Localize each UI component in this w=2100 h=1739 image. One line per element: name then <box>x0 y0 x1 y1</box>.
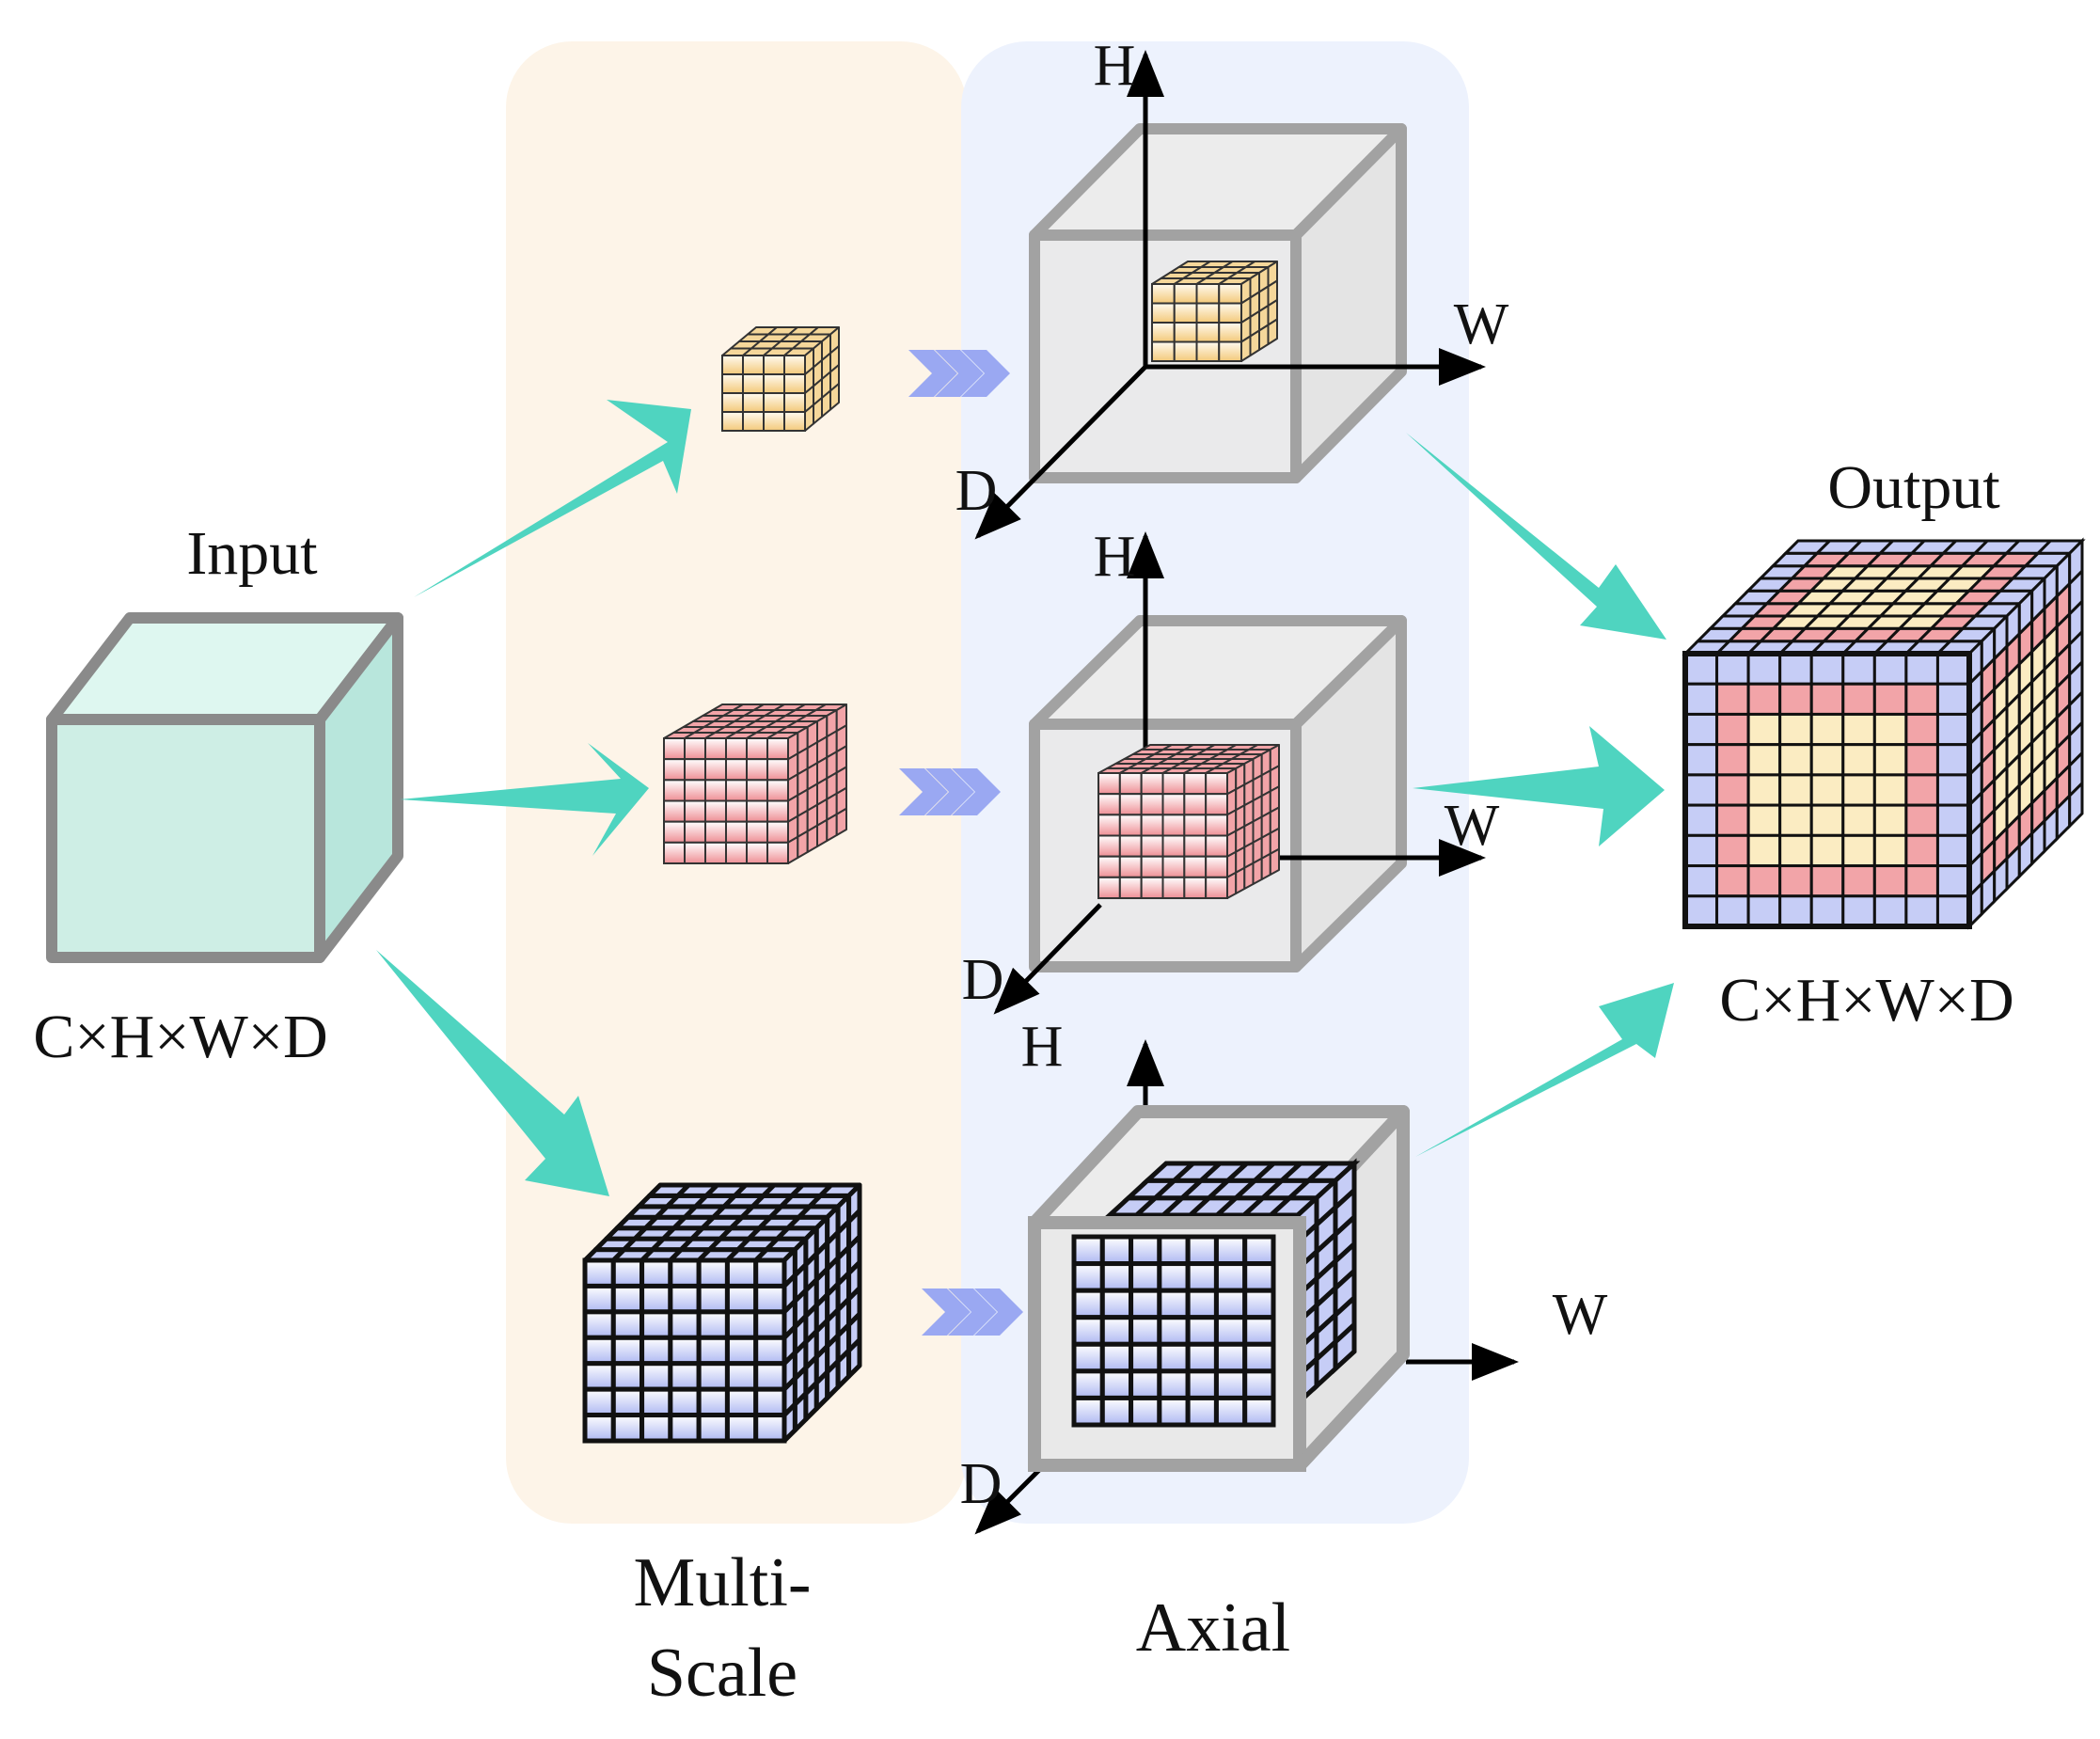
medium-grid-cube <box>663 704 847 864</box>
axis-label-w-top: W <box>1454 292 1509 356</box>
input-dims: C×H×W×D <box>33 1003 327 1071</box>
multiscale-title-line1: Multi- <box>633 1544 811 1621</box>
input-cube <box>46 612 403 963</box>
chevron-triple-icon <box>922 1288 1023 1336</box>
axis-label-h-middle: H <box>1094 525 1136 589</box>
axis-label-d-middle: D <box>962 948 1004 1012</box>
chevron-triple-icon <box>908 350 1010 397</box>
multiscale-title-line2: Scale <box>647 1635 797 1712</box>
axis-label-h-bottom: H <box>1021 1015 1064 1079</box>
output-cube <box>1682 537 2086 930</box>
chevron-triple-icon <box>899 768 1001 815</box>
small-grid-cube-axial <box>1151 261 1278 362</box>
input-title: Input <box>186 519 317 588</box>
grid-cubes <box>582 261 1410 1472</box>
small-grid-cube <box>721 326 840 432</box>
axis-label-w-bottom: W <box>1553 1283 1608 1347</box>
teal-arrow-icon <box>376 400 1674 1196</box>
axial-title: Axial <box>1136 1589 1290 1667</box>
axis-label-h-top: H <box>1094 34 1136 98</box>
axial-bottom-grids <box>1028 1112 1410 1472</box>
axis-arrow-icon <box>974 50 1486 540</box>
output-dims: C×H×W×D <box>1719 966 2013 1035</box>
axis-arrow-icon <box>974 1039 1519 1535</box>
axis-label-d-bottom: D <box>960 1452 1003 1516</box>
medium-grid-cube-axial <box>1097 744 1280 899</box>
output-title: Output <box>1827 453 1999 522</box>
axis-label-w-middle: W <box>1445 794 1500 858</box>
large-grid-cube <box>582 1182 862 1444</box>
axial-box-middle <box>1029 615 1407 972</box>
axis-label-d-top: D <box>955 459 998 523</box>
